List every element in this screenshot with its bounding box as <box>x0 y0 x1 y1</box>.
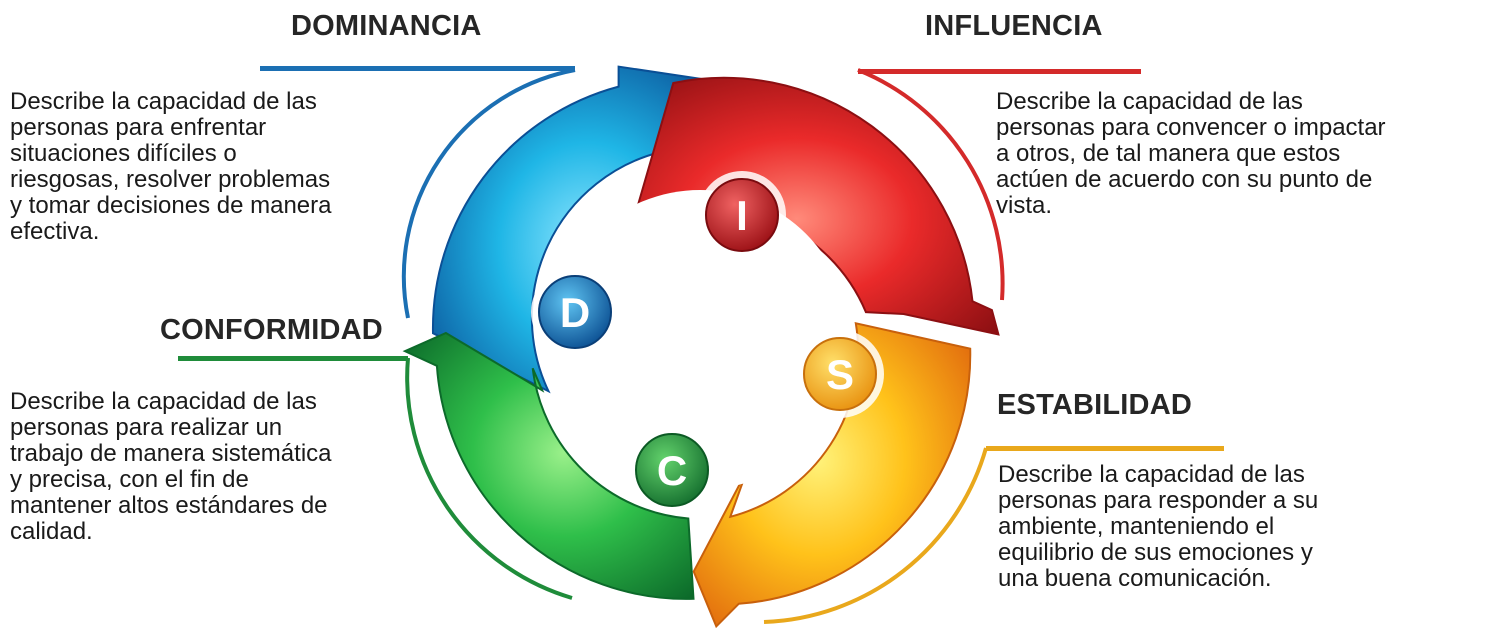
estabilidad-guide-arc <box>763 447 988 624</box>
estabilidad-description: Describe la capacidad de las personas pa… <box>998 461 1319 592</box>
conformidad-description: Describe la capacidad de las personas pa… <box>10 388 332 545</box>
badge-i: I <box>698 171 786 259</box>
influencia-description: Describe la capacidad de las personas pa… <box>996 88 1386 219</box>
conformidad-rule <box>178 356 408 361</box>
influencia-rule <box>858 69 1141 74</box>
estabilidad-rule <box>986 446 1224 451</box>
conformidad-segment <box>402 331 695 600</box>
influencia-guide-arc <box>857 68 1005 301</box>
influencia-title: INFLUENCIA <box>925 10 1103 42</box>
estabilidad-title: ESTABILIDAD <box>997 389 1192 421</box>
dominancia-description: Describe la capacidad de las personas pa… <box>10 88 332 245</box>
badge-c-letter: C <box>657 447 687 494</box>
badge-s-letter: S <box>826 351 854 398</box>
badge-d: D <box>531 268 619 356</box>
dominancia-guide-arc <box>401 68 576 319</box>
dominancia-title: DOMINANCIA <box>291 10 482 42</box>
conformidad-title: CONFORMIDAD <box>160 314 383 346</box>
badge-s: S <box>796 330 884 418</box>
conformidad-guide-arc <box>405 357 573 600</box>
badge-c: C <box>628 426 716 514</box>
badge-i-letter: I <box>736 192 748 239</box>
dominancia-rule <box>260 66 575 71</box>
badge-d-letter: D <box>560 289 590 336</box>
ring-center <box>550 190 850 490</box>
